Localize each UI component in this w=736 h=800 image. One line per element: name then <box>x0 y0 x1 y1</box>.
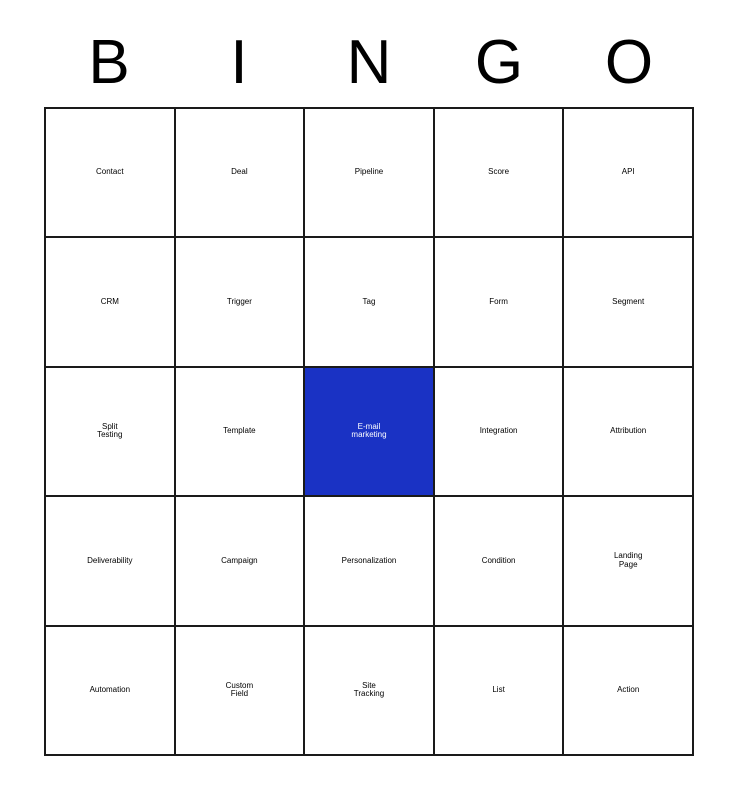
bingo-cell-label: Personalization <box>341 555 397 565</box>
bingo-header-letter-o: O <box>604 28 654 97</box>
bingo-cell-r1-c4[interactable]: Score <box>434 109 565 239</box>
bingo-cell-r1-c1[interactable]: Contact <box>46 109 176 239</box>
bingo-cell-r3-c2[interactable]: Template <box>175 367 306 498</box>
bingo-cell-label: Form <box>489 296 508 306</box>
bingo-cell-label: Condition <box>481 555 516 565</box>
bingo-grid: Contact Deal Pipeline Score API CRM Trigger Tag… <box>44 107 694 756</box>
bingo-cell-r2-c2[interactable]: Trigger <box>175 238 306 368</box>
bingo-cell-r5-c3[interactable]: Site Tracking <box>305 626 435 756</box>
bingo-cell-r1-c2[interactable]: Deal <box>175 109 306 239</box>
bingo-cell-r3-c3[interactable]: E-mail marketing <box>305 367 435 498</box>
bingo-cell-label: Pipeline <box>354 167 384 177</box>
bingo-cell-label: Landing Page <box>613 551 643 569</box>
bingo-cell-label: API <box>621 167 635 177</box>
bingo-cell-r3-c1[interactable]: Split Testing <box>46 367 176 498</box>
bingo-cell-label: Automation <box>89 685 131 695</box>
bingo-cell-label: Deal <box>231 167 248 177</box>
bingo-header-letter-n: N <box>346 28 392 97</box>
bingo-cell-label: Template <box>223 426 256 436</box>
bingo-cell-label: Campaign <box>221 555 258 565</box>
bingo-cell-label: Custom Field <box>225 680 254 699</box>
bingo-cell-label: E-mail marketing <box>351 422 387 440</box>
bingo-cell-label: CRM <box>100 296 119 306</box>
bingo-cell-label: Attribution <box>610 426 647 436</box>
bingo-cell-label: Split Testing <box>97 422 123 440</box>
bingo-cell-r1-c5[interactable]: API <box>564 109 694 239</box>
bingo-cell-label: Segment <box>612 296 645 306</box>
bingo-cell-label: List <box>492 685 505 695</box>
bingo-cell-label: Site Tracking <box>353 680 385 699</box>
bingo-cell-label: Tag <box>362 296 376 306</box>
bingo-cell-r4-c1[interactable]: Deliverability <box>46 497 176 627</box>
bingo-header-letter-i: I <box>230 28 248 97</box>
bingo-cell-r4-c2[interactable]: Campaign <box>175 497 306 627</box>
bingo-cell-r4-c4[interactable]: Condition <box>434 497 565 627</box>
bingo-cell-r1-c3[interactable]: Pipeline <box>305 109 435 239</box>
bingo-cell-r2-c4[interactable]: Form <box>434 238 565 368</box>
bingo-cell-r5-c1[interactable]: Automation <box>46 626 176 756</box>
bingo-cell-label: Action <box>617 685 640 695</box>
bingo-cell-label: Score <box>488 167 510 177</box>
bingo-cell-r2-c3[interactable]: Tag <box>305 238 435 368</box>
bingo-cell-r2-c1[interactable]: CRM <box>46 238 176 368</box>
bingo-cell-r3-c4[interactable]: Integration <box>434 367 565 498</box>
bingo-cell-label: Deliverability <box>87 555 133 565</box>
bingo-header-letter-b: B <box>88 28 130 97</box>
bingo-cell-r3-c5[interactable]: Attribution <box>564 367 694 498</box>
bingo-cell-label: Trigger <box>226 296 252 306</box>
bingo-cell-r4-c3[interactable]: Personalization <box>305 497 435 627</box>
bingo-header-letter-g: G <box>474 28 524 97</box>
bingo-cell-r5-c4[interactable]: List <box>434 626 565 756</box>
bingo-cell-label: Contact <box>96 167 124 177</box>
bingo-cell-label: Integration <box>479 426 518 436</box>
bingo-cell-r5-c2[interactable]: Custom Field <box>175 626 306 756</box>
bingo-cell-r4-c5[interactable]: Landing Page <box>564 497 694 627</box>
bingo-cell-r2-c5[interactable]: Segment <box>564 238 694 368</box>
bingo-cell-r5-c5[interactable]: Action <box>564 626 694 756</box>
